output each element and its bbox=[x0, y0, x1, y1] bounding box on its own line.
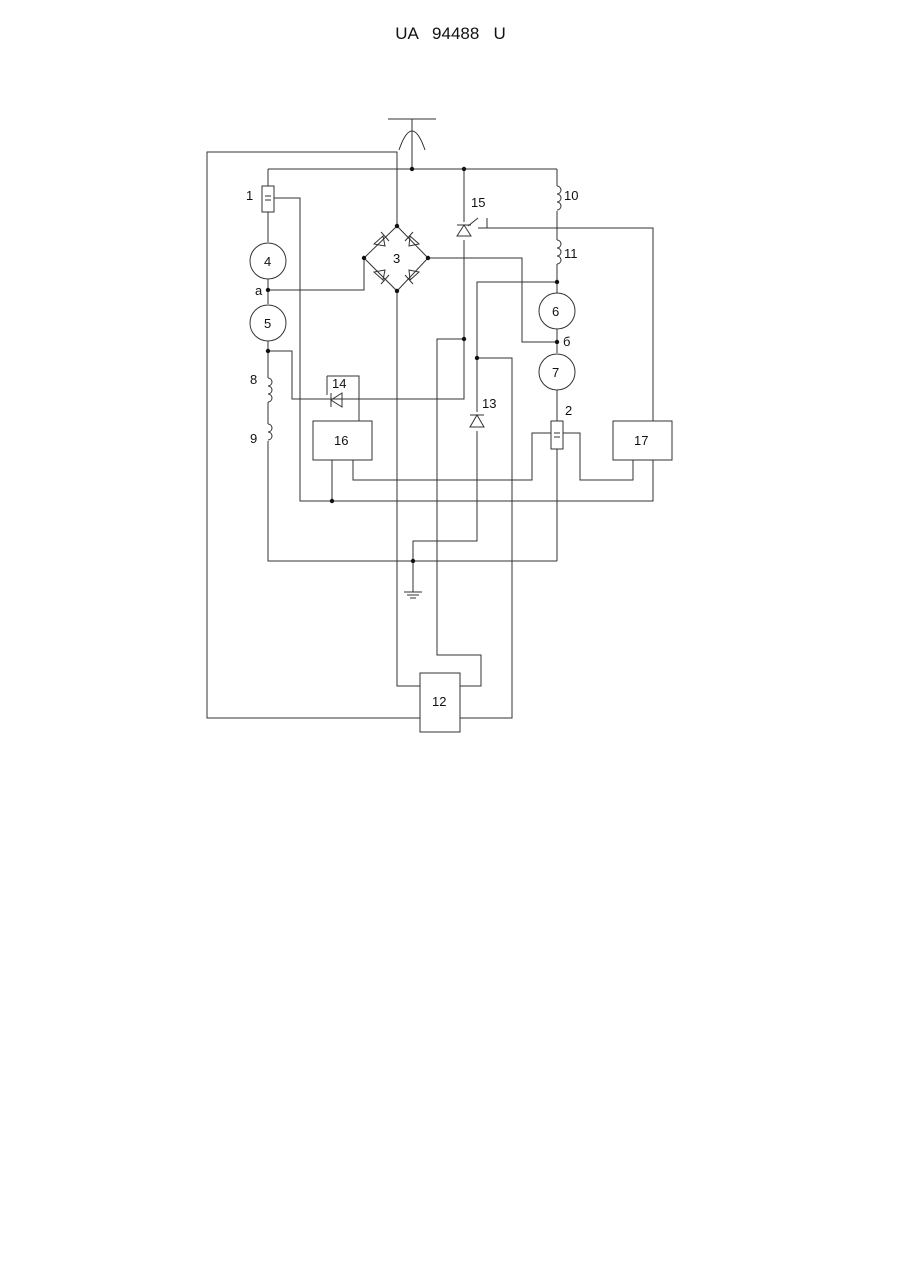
node-a-label: a bbox=[255, 283, 263, 298]
inductor-10 bbox=[557, 186, 561, 210]
label-3: 3 bbox=[393, 251, 400, 266]
label-17: 17 bbox=[634, 433, 648, 448]
label-8: 8 bbox=[250, 372, 257, 387]
label-13: 13 bbox=[482, 396, 496, 411]
label-14: 14 bbox=[332, 376, 346, 391]
node-b-label: б bbox=[563, 334, 570, 349]
label-5: 5 bbox=[264, 316, 271, 331]
label-9: 9 bbox=[250, 431, 257, 446]
label-10: 10 bbox=[564, 188, 578, 203]
label-6: 6 bbox=[552, 304, 559, 319]
label-12: 12 bbox=[432, 694, 446, 709]
current-sensor-1 bbox=[262, 186, 274, 212]
label-4: 4 bbox=[264, 254, 271, 269]
label-15: 15 bbox=[471, 195, 485, 210]
thyristor-15 bbox=[457, 218, 478, 236]
label-2: 2 bbox=[565, 403, 572, 418]
junction-dots bbox=[266, 167, 559, 563]
inductor-9 bbox=[268, 424, 272, 440]
label-7: 7 bbox=[552, 365, 559, 380]
label-11: 11 bbox=[564, 246, 578, 261]
inductor-11 bbox=[557, 240, 561, 264]
label-16: 16 bbox=[334, 433, 348, 448]
label-1: 1 bbox=[246, 188, 253, 203]
diode-13 bbox=[470, 415, 484, 427]
current-sensor-2 bbox=[551, 421, 563, 449]
inductor-8 bbox=[268, 378, 272, 402]
